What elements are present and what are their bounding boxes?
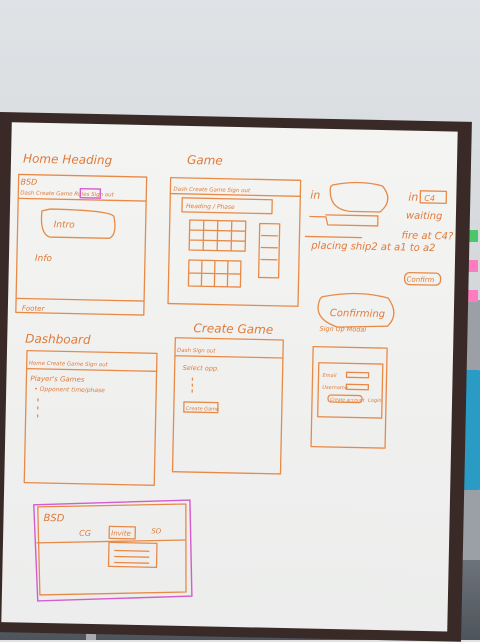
modal-bsd-label: BSD xyxy=(43,513,64,524)
modal-nav-label: CG xyxy=(79,529,91,538)
note-in2-label: in xyxy=(408,191,418,204)
whiteboard-frame: Home Heading BSD Dash Create Game Rules … xyxy=(0,112,472,642)
note-c4-label: C4 xyxy=(424,194,435,203)
signup-login-label: Login xyxy=(368,398,382,404)
signup-title: Sign Up Modal xyxy=(319,325,366,334)
home-footer-line xyxy=(16,298,144,301)
signup-button-label: Create account xyxy=(330,397,365,404)
create-game-label: Create Game xyxy=(193,321,273,337)
note-waiting: waiting xyxy=(406,211,443,223)
modal-so-label: SO xyxy=(151,527,162,535)
modal-invite-label: Invite xyxy=(111,529,131,537)
whiteboard: Home Heading BSD Dash Create Game Rules … xyxy=(1,122,457,631)
strike-line xyxy=(305,236,361,237)
sticky-note xyxy=(468,260,478,272)
dashboard-row-label: • Opponent time/phase xyxy=(34,386,105,394)
dashboard-nav-label: Home Create Game Sign out xyxy=(29,361,109,369)
dashboard-nav-line xyxy=(27,369,157,372)
email-field xyxy=(347,372,369,377)
home-bsd-label: BSD xyxy=(20,177,37,186)
game-nav-line xyxy=(170,194,300,197)
note-bubble xyxy=(330,182,388,212)
invite-dropdown-items xyxy=(115,551,149,564)
game-heading-label: Heading / Phase xyxy=(186,203,235,211)
player-grid xyxy=(189,220,246,251)
home-footer-label: Footer xyxy=(22,305,46,313)
game-label: Game xyxy=(187,153,223,168)
signup-email-label: Email xyxy=(322,373,337,379)
ship-list xyxy=(259,223,280,277)
username-field xyxy=(346,384,368,389)
create-nav-line xyxy=(175,356,283,358)
dashboard-games-label: Player's Games xyxy=(30,375,85,384)
create-select-label: Select opp. xyxy=(183,364,220,373)
home-nav-line xyxy=(18,198,146,201)
home-intro-label: Intro xyxy=(54,220,76,230)
dashboard-label: Dashboard xyxy=(25,332,91,347)
note-arrow xyxy=(310,215,378,226)
signup-username-label: Username xyxy=(322,385,348,392)
opponent-grid xyxy=(188,260,241,287)
create-nav-label: Dash Sign out xyxy=(177,348,216,355)
game-nav-label: Dash Create Game Sign out xyxy=(173,187,251,195)
note-in-label: in xyxy=(310,189,320,202)
home-heading-label: Home Heading xyxy=(23,151,113,167)
intro-box xyxy=(41,209,115,239)
note-confirming: Confirming xyxy=(330,308,385,320)
whiteboard-sketches: Home Heading BSD Dash Create Game Rules … xyxy=(1,122,457,631)
sticky-note xyxy=(468,290,478,302)
note-fire: fire at C4? xyxy=(401,230,454,242)
note-confirm-label: Confirm xyxy=(406,276,434,285)
home-info-label: Info xyxy=(35,254,53,264)
invite-dropdown xyxy=(109,542,157,567)
note-placing: placing ship2 at a1 to a2 xyxy=(310,241,435,255)
create-button-label: Create Game xyxy=(186,406,219,413)
